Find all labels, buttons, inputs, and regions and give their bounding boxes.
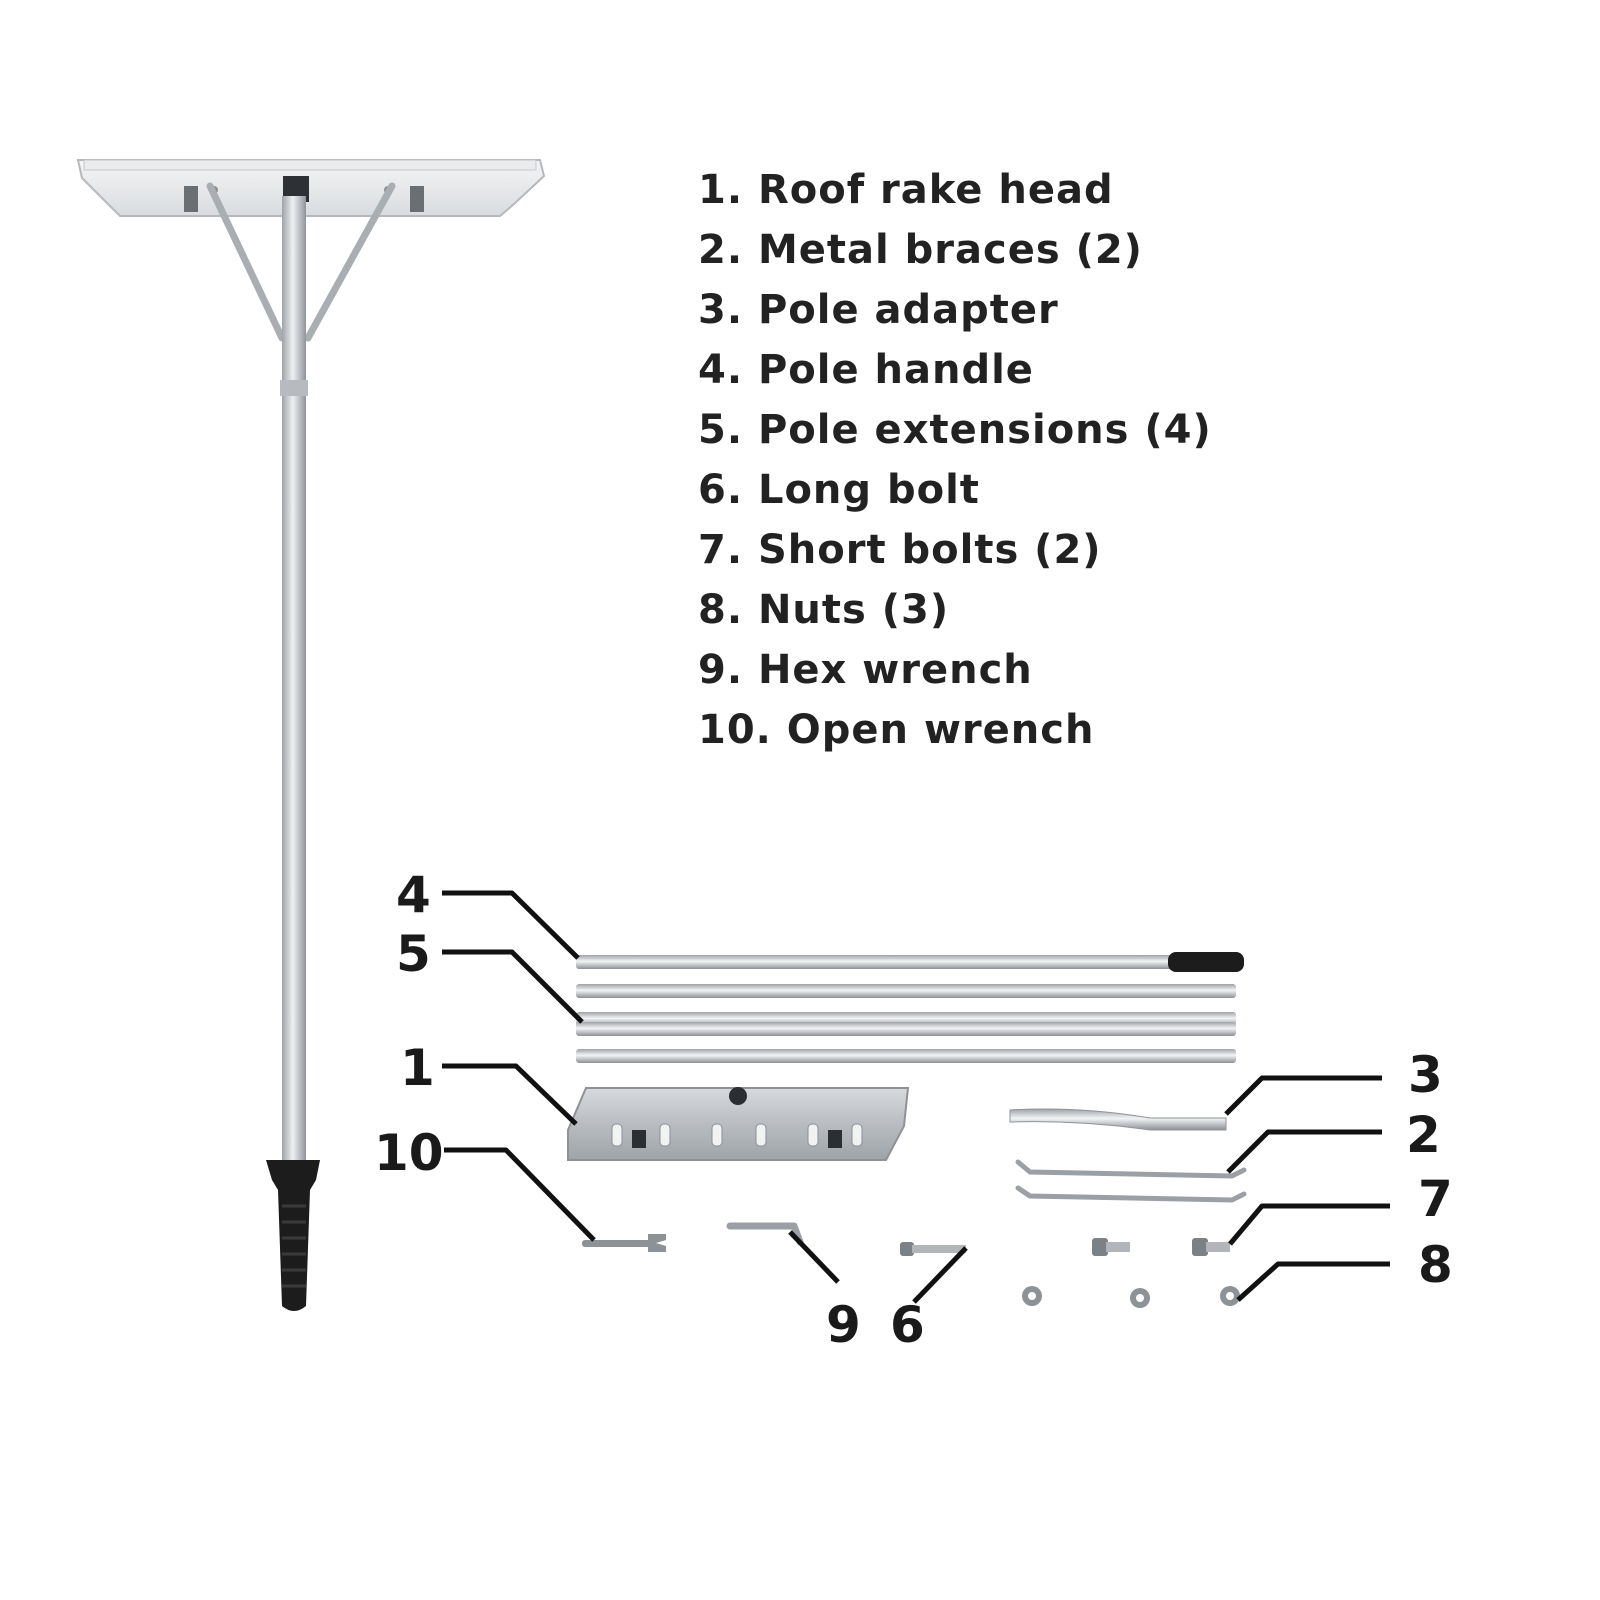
leader-line-2 — [1226, 1129, 1382, 1174]
callout-9: 9 — [826, 1296, 861, 1354]
part-long-bolt — [900, 1242, 966, 1256]
parts-list: 1. Roof rake head 2. Metal braces (2) 3.… — [698, 160, 1212, 760]
short-bolt-head — [1092, 1238, 1108, 1256]
pole-handle-tube — [576, 955, 1176, 969]
assembled-rake-head-rib — [83, 159, 537, 171]
callout-3: 3 — [1408, 1046, 1443, 1104]
pole-extension — [576, 1022, 1236, 1036]
leader-line-4 — [442, 890, 580, 960]
part-metal-braces — [1015, 1159, 1247, 1203]
parts-list-item: 2. Metal braces (2) — [698, 227, 1143, 273]
leader-line-3 — [1224, 1075, 1382, 1116]
leader-lines — [442, 890, 1390, 1304]
assembled-pole — [282, 196, 306, 1166]
parts-list-item: 9. Hex wrench — [698, 647, 1033, 693]
parts-list-item: 6. Long bolt — [698, 467, 980, 513]
short-bolt-shaft — [1206, 1242, 1230, 1252]
callout-10: 10 — [374, 1124, 444, 1182]
assembled-right-brace — [304, 182, 396, 342]
leader-line-9 — [788, 1230, 840, 1284]
callout-6: 6 — [890, 1296, 925, 1354]
rake-head-clip — [828, 1130, 842, 1148]
rake-head-slots — [611, 1123, 863, 1147]
assembled-pole-grip — [266, 1160, 320, 1311]
long-bolt-shaft — [912, 1245, 966, 1253]
nut — [1220, 1286, 1240, 1306]
leader-line-7 — [1228, 1203, 1390, 1246]
parts-list-item: 10. Open wrench — [698, 707, 1095, 753]
callout-8: 8 — [1418, 1236, 1453, 1294]
parts-list-item: 5. Pole extensions (4) — [698, 407, 1212, 453]
nut — [1022, 1286, 1042, 1306]
callout-4: 4 — [396, 866, 431, 924]
rake-head-hole — [729, 1087, 747, 1105]
open-wrench-shank — [582, 1240, 652, 1247]
callout-7: 7 — [1418, 1170, 1453, 1228]
pole-extension — [576, 1049, 1236, 1063]
hex-wrench-body — [726, 1222, 804, 1246]
short-bolt-head — [1192, 1238, 1208, 1256]
leader-line-1 — [442, 1063, 578, 1126]
callout-5: 5 — [396, 925, 431, 983]
part-hex-wrench — [726, 1222, 804, 1246]
parts-list-item: 1. Roof rake head — [698, 167, 1114, 213]
metal-brace — [1015, 1185, 1247, 1203]
part-pole-handle — [576, 952, 1244, 972]
leader-line-8 — [1236, 1261, 1390, 1302]
assembled-head-clip — [410, 186, 424, 212]
part-nuts — [1022, 1286, 1240, 1308]
rake-head-plate — [567, 1087, 910, 1161]
parts-list-item: 3. Pole adapter — [698, 287, 1059, 333]
rake-head-clip — [632, 1130, 646, 1148]
callout-2: 2 — [1406, 1106, 1441, 1164]
metal-brace — [1015, 1159, 1247, 1179]
long-bolt-head — [900, 1242, 914, 1256]
pole-extension — [576, 984, 1236, 998]
part-roof-rake-head — [567, 1087, 910, 1161]
assembled-grip-ridges — [282, 1204, 306, 1288]
leader-line-6 — [912, 1246, 968, 1304]
nut — [1130, 1288, 1150, 1308]
assembled-left-brace — [206, 182, 286, 342]
open-wrench-jaw — [648, 1234, 666, 1252]
part-short-bolts — [1092, 1238, 1230, 1256]
assembled-head-clip — [184, 186, 198, 212]
assembled-roof-rake — [76, 159, 546, 1311]
part-pole-adapter — [1009, 1108, 1227, 1131]
pole-handle-grip — [1168, 952, 1244, 972]
part-open-wrench — [582, 1234, 666, 1252]
callout-1: 1 — [400, 1039, 435, 1097]
short-bolt-shaft — [1106, 1242, 1130, 1252]
parts-list-item: 4. Pole handle — [698, 347, 1034, 393]
leader-line-5 — [442, 949, 584, 1024]
part-pole-extensions — [576, 984, 1236, 1063]
parts-list-item: 8. Nuts (3) — [698, 587, 950, 633]
parts-list-item: 7. Short bolts (2) — [698, 527, 1102, 573]
assembled-pole-joint — [280, 380, 308, 396]
leader-line-10 — [444, 1147, 596, 1242]
